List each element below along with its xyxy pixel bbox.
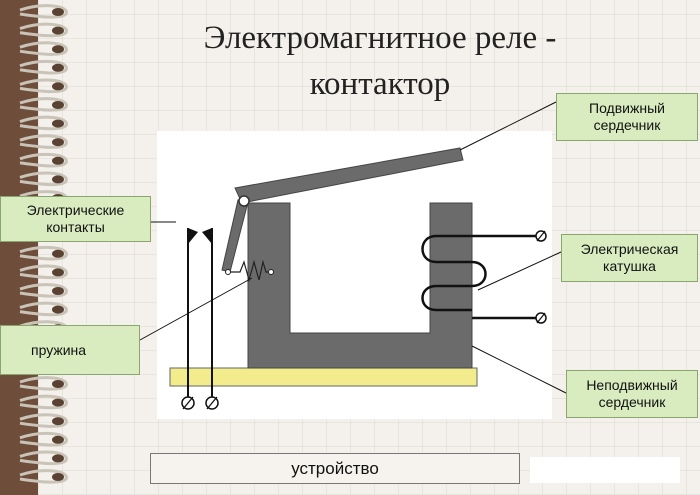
label-electric-coil: Электрическая катушка [561,234,698,282]
spiral-ring [19,431,68,447]
leader-coil [477,251,562,291]
contact-tip-left [188,228,198,244]
spiral-ring [19,301,68,317]
spiral-ring [19,245,68,261]
spiral-ring [19,152,68,168]
spiral-hole [52,26,64,35]
label-fixed-core: Неподвижный сердечник [566,370,698,418]
coil-winding [421,234,487,312]
spiral-hole [52,398,64,407]
spiral-ring [19,78,68,94]
spiral-ring [19,115,68,131]
pivot-point [238,195,250,207]
spiral-hole [52,8,64,16]
spring-end [268,269,274,275]
spiral-hole [52,454,64,463]
spring-anchor [225,269,231,275]
fixed-core-shape [247,202,473,369]
spiral-ring [19,171,68,187]
slide-title-line-2: контактор [309,66,451,102]
spiral-hole [52,268,64,277]
spiral-ring [19,264,68,280]
blank-box [530,457,680,483]
spiral-hole [52,249,64,258]
spiral-hole [52,305,64,314]
spiral-hole [52,82,64,91]
caption-box: устройство [150,453,520,484]
spiral-ring [19,4,68,19]
spiral-ring [19,376,68,391]
spiral-hole [52,101,64,109]
spiral-ring [19,413,68,428]
spring [228,259,270,283]
spiral-ring [19,41,68,56]
moving-core-arm [234,147,464,204]
spiral-ring [19,59,68,75]
spiral-ring [19,450,68,466]
spiral-hole [52,63,64,72]
contact-tip-right [202,228,212,244]
spiral-ring [19,134,68,149]
spiral-hole [52,138,64,147]
spiral-hole [52,380,64,388]
spiral-ring [19,469,68,484]
spiral-hole [52,45,64,54]
leader-moving-core [459,101,557,151]
spiral-hole [52,435,64,444]
base-plate [169,367,478,387]
spiral-hole [52,119,64,128]
spiral-hole [52,156,64,165]
spiral-ring [19,22,68,38]
slide-title-line-1: Электромагнитное реле - [203,20,557,56]
leader-fixed-core [471,345,567,394]
spiral-ring [19,283,68,298]
spiral-hole [52,473,64,481]
spiral-hole [52,417,64,426]
spiral-hole [52,175,64,184]
label-electric-contacts: Электрические контакты [0,196,151,242]
spiral-hole [52,287,64,295]
label-spring: пружина [0,325,140,375]
label-moving-core: Подвижный сердечник [556,93,698,141]
leader-spring [139,277,253,341]
spiral-ring [19,394,68,410]
spiral-ring [19,97,68,112]
